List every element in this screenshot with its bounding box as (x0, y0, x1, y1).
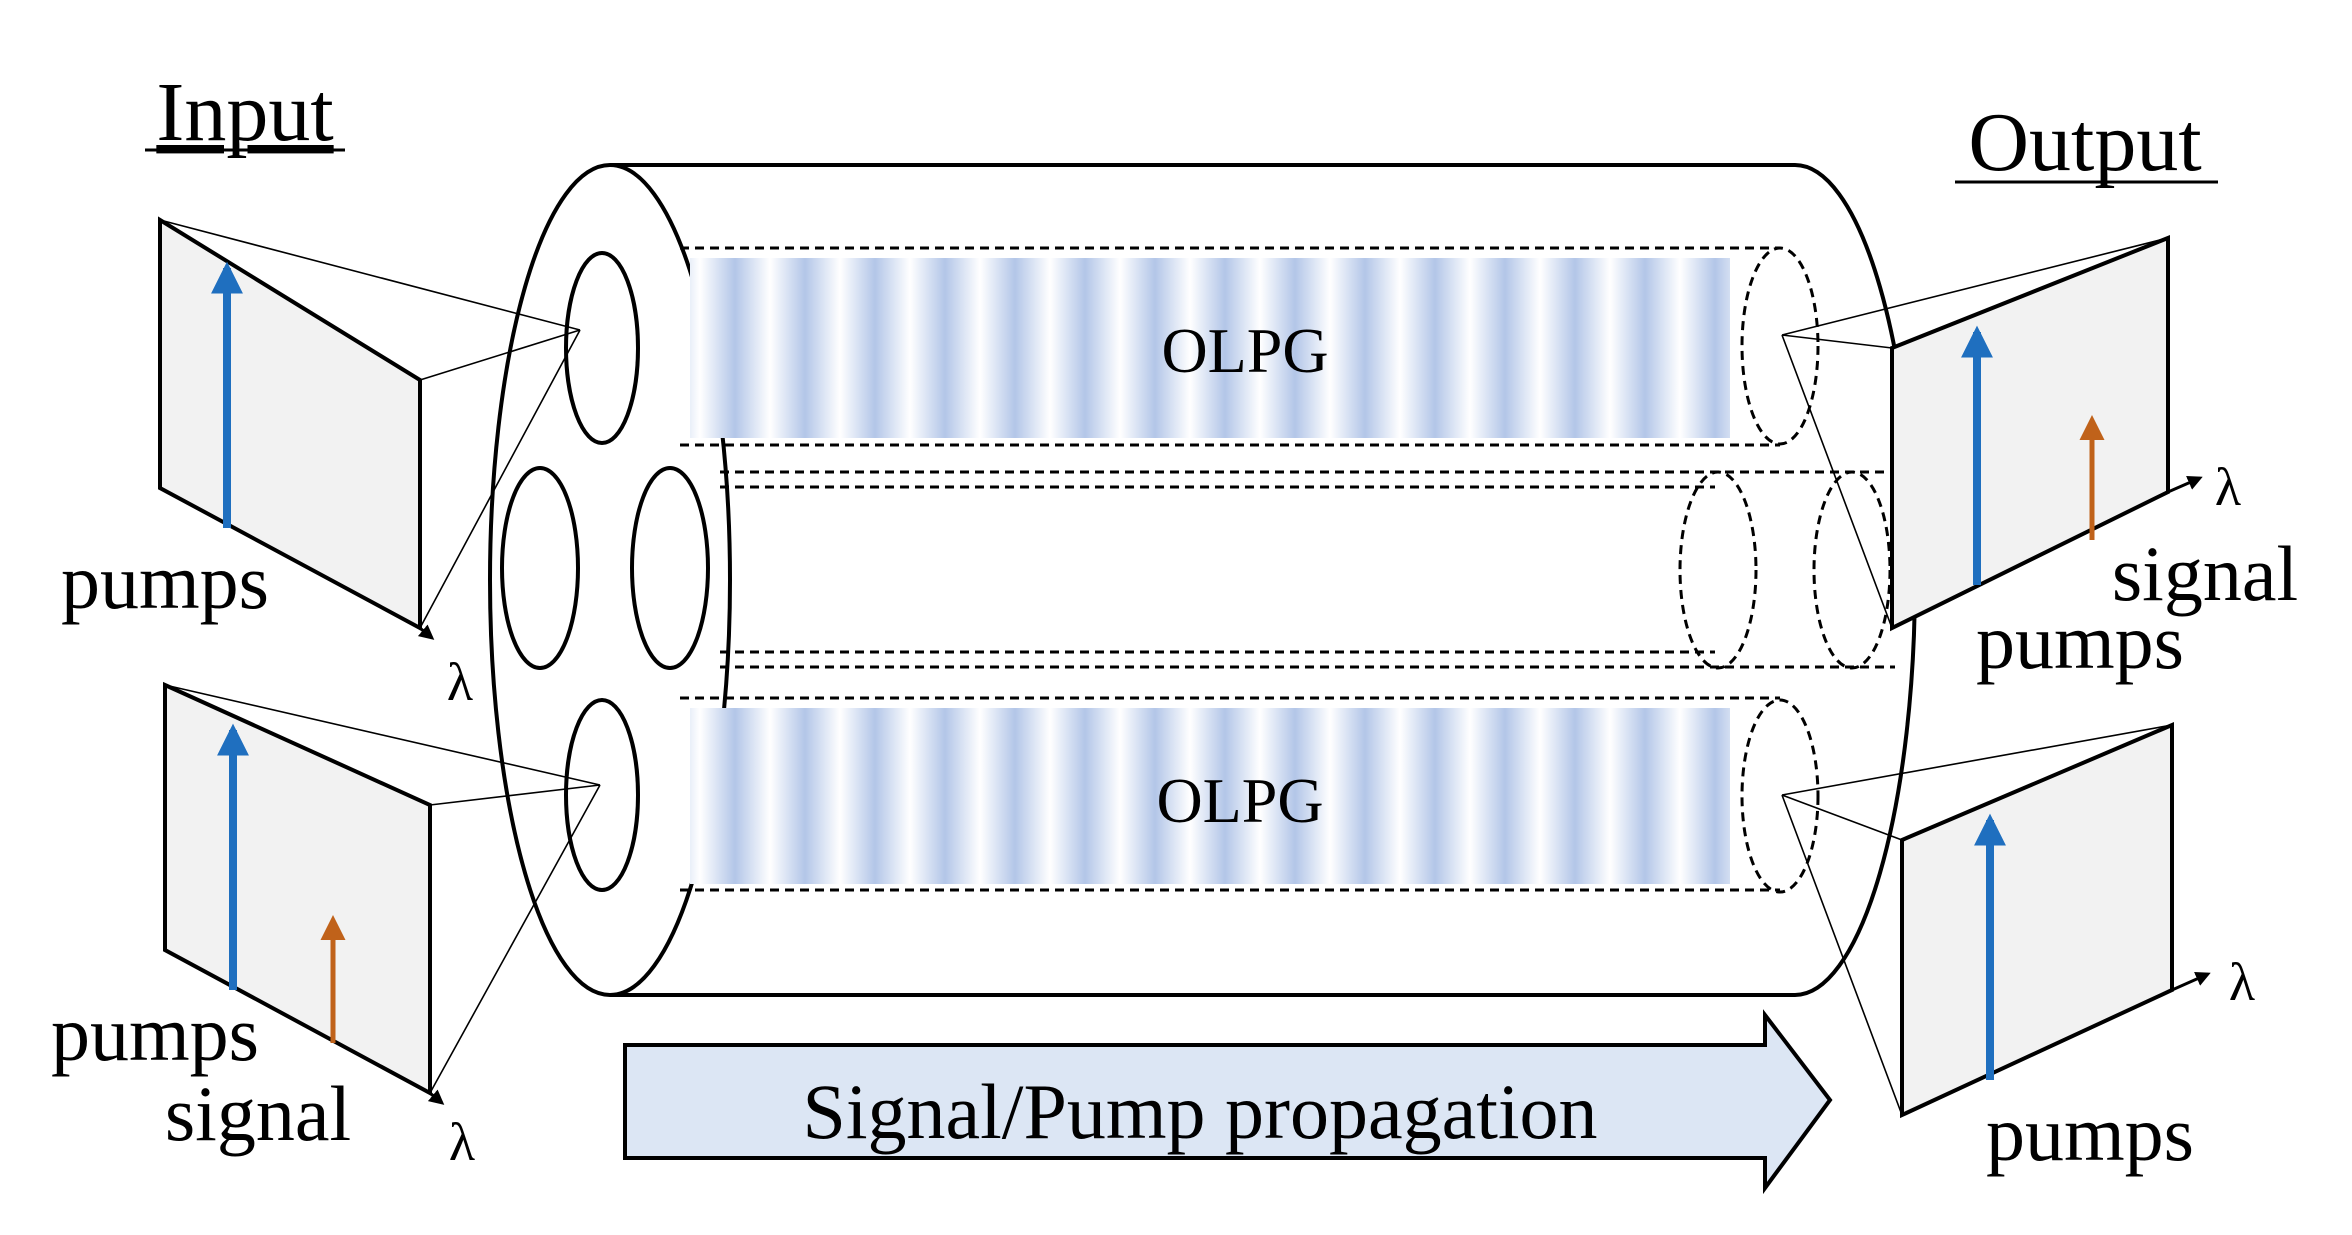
input-header: Input (156, 66, 333, 159)
input-panel-top: λ pumps (61, 216, 581, 712)
olpg-label-bottom: OLPG (1156, 765, 1323, 836)
input-top-pumps-label: pumps (61, 538, 269, 625)
fiber-core-top: OLPG (680, 246, 1820, 447)
olpg-grating-top (690, 258, 1730, 438)
output-panel-bottom: λ pumps (1781, 721, 2255, 1177)
propagation-arrow: Signal/Pump propagation (623, 1009, 1833, 1195)
fiber-core-bottom: OLPG (680, 696, 1820, 894)
output-top-pumps-label: pumps (1976, 598, 2184, 685)
wavelength-axis-label: λ (447, 652, 473, 712)
fiber-front-face (500, 251, 710, 892)
input-bottom-signal-label: signal (165, 1070, 351, 1157)
wavelength-axis-label: λ (2229, 952, 2255, 1012)
output-panel-top: λ signal pumps (1781, 235, 2298, 685)
input-bottom-pumps-label: pumps (51, 990, 259, 1077)
output-bottom-pumps-label: pumps (1986, 1090, 2194, 1177)
olpg-grating-bottom (690, 708, 1730, 884)
output-top-signal-label: signal (2112, 530, 2298, 617)
olpg-label-top: OLPG (1161, 315, 1328, 386)
input-panel-bottom: λ pumps signal (51, 681, 601, 1172)
wavelength-axis-label: λ (2215, 457, 2241, 517)
fiber-core-middle (720, 470, 1895, 670)
propagation-label: Signal/Pump propagation (802, 1068, 1597, 1155)
output-header: Output (1968, 96, 2201, 189)
wavelength-axis-label: λ (449, 1112, 475, 1172)
